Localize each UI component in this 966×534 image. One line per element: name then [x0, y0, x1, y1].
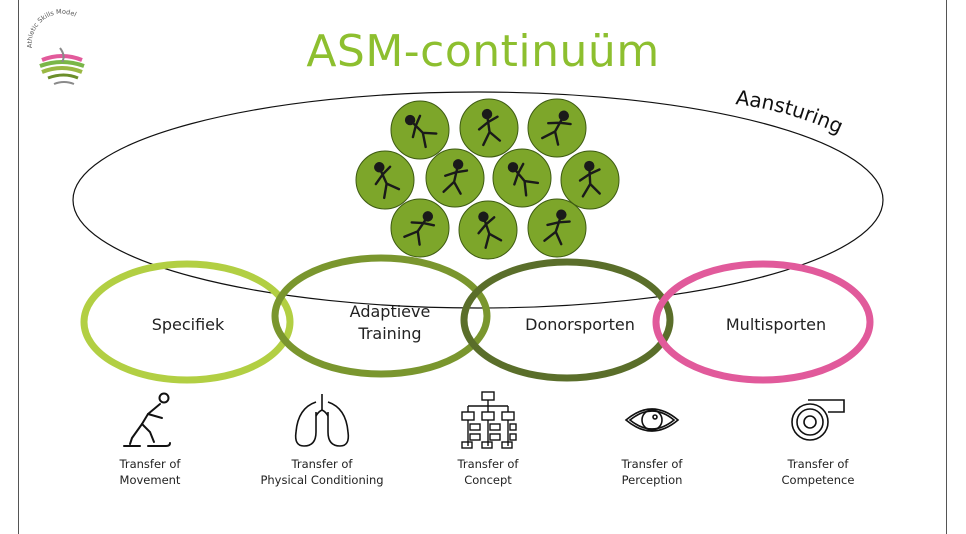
athlete-figures [355, 98, 620, 260]
continuum-rings [80, 254, 874, 384]
transfer-perception: Transfer of Perception [572, 390, 732, 488]
ring-label-line: Adaptieve [349, 302, 431, 321]
ring-label-line: Multisporten [725, 315, 827, 334]
continuum-ring-1 [80, 260, 294, 384]
skater-icon [123, 392, 171, 447]
transfer-caption-line2: Physical Conditioning [260, 473, 384, 487]
ring-label-multisporten: Multisporten [706, 314, 846, 336]
athlete-figure-6 [492, 148, 552, 208]
aansturing-label: Aansturing [734, 85, 847, 138]
athlete-figure-2 [459, 98, 519, 158]
ring-label-line: Specifiek [151, 315, 225, 334]
athlete-figure-1 [390, 100, 450, 160]
org-chart-icon [461, 391, 517, 449]
transfer-physical-conditioning: Transfer of Physical Conditioning [242, 390, 402, 488]
transfer-caption-line1: Transfer of [787, 457, 849, 471]
transfer-caption-line2: Perception [621, 473, 683, 487]
transfer-caption-line1: Transfer of [119, 457, 181, 471]
athlete-figure-8 [390, 198, 450, 258]
continuum-ring-3 [460, 258, 674, 382]
ring-label-line: Training [358, 324, 422, 343]
page-title: ASM-continuüm [306, 26, 660, 77]
frame-left-line [18, 0, 19, 534]
continuum-ring-4 [652, 260, 874, 384]
frame-right-line [946, 0, 947, 534]
athlete-figure-5 [425, 148, 485, 208]
transfer-caption-line1: Transfer of [457, 457, 519, 471]
lungs-icon [294, 394, 350, 447]
athlete-figure-10 [527, 198, 587, 258]
transfer-concept: Transfer of Concept [408, 390, 568, 488]
eye-icon [624, 408, 680, 432]
transfer-caption-line1: Transfer of [621, 457, 683, 471]
athlete-figure-7 [560, 150, 620, 210]
transfer-caption-line2: Concept [464, 473, 512, 487]
ring-label-donorsporten: Donorsporten [510, 314, 650, 336]
transfer-caption-line2: Competence [781, 473, 855, 487]
ring-label-adaptieve-training: Adaptieve Training [330, 301, 450, 345]
ring-label-line: Donorsporten [525, 315, 635, 334]
athlete-figure-9 [458, 200, 518, 260]
transfer-caption-line1: Transfer of [291, 457, 353, 471]
aansturing-ellipse [72, 91, 884, 309]
transfer-competence: Transfer of Competence [738, 390, 898, 488]
athlete-figure-4 [355, 150, 415, 210]
whistle-icon [791, 399, 845, 441]
ring-label-specifiek: Specifiek [128, 314, 248, 336]
transfer-movement: Transfer of Movement [70, 390, 230, 488]
athlete-figure-3 [527, 98, 587, 158]
continuum-ring-2 [271, 254, 491, 378]
transfer-caption-line2: Movement [119, 473, 181, 487]
